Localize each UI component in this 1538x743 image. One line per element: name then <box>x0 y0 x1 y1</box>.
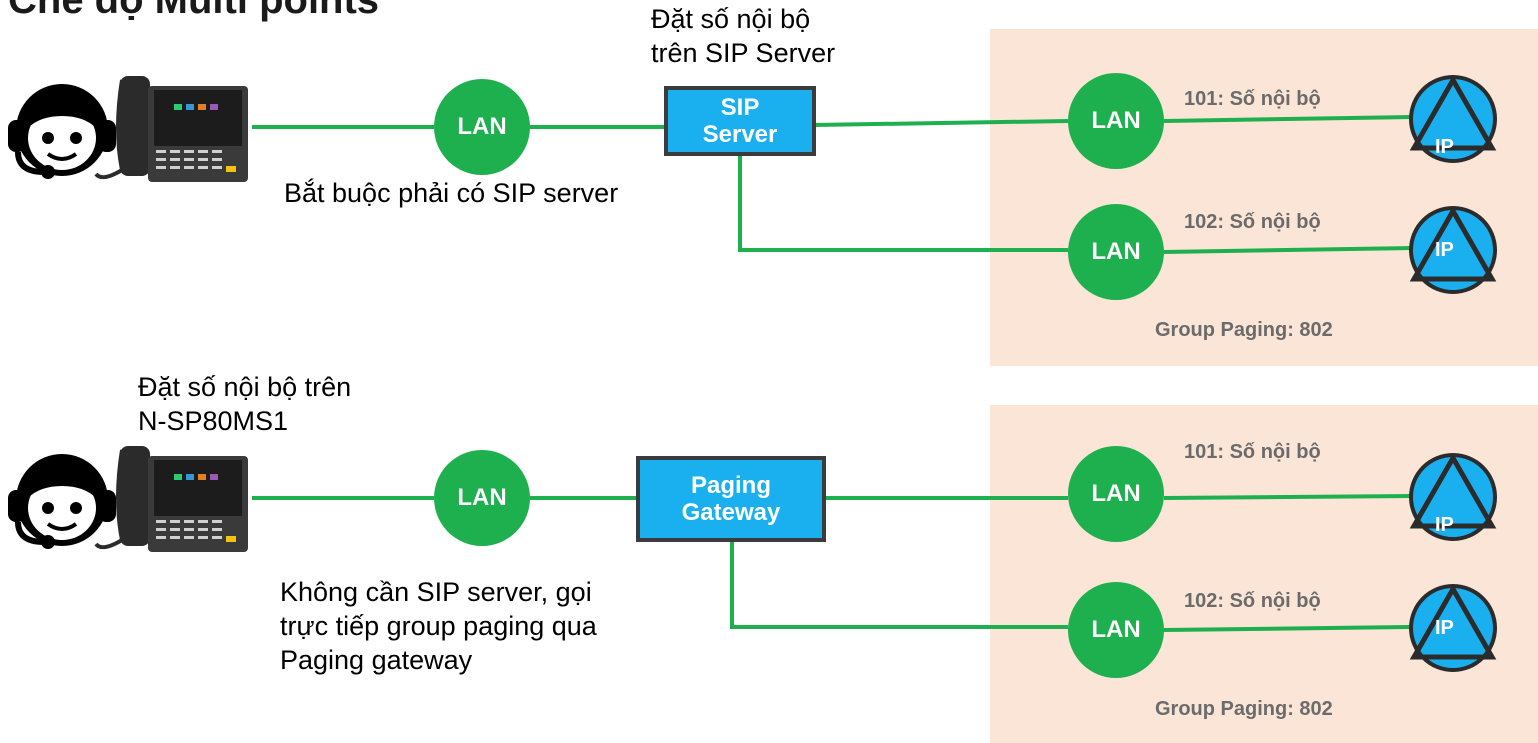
lan-node-speaker1-top: LAN <box>1068 73 1164 169</box>
paging-gateway-box: Paging Gateway <box>636 456 826 542</box>
extension-label-101-bottom: 101: Số nội bộ <box>1184 441 1321 463</box>
ip-speaker-label-101-bottom: IP <box>1435 514 1454 536</box>
ip-speaker-icon <box>1409 205 1497 294</box>
extension-label-102-top: 102: Số nội bộ <box>1184 211 1321 233</box>
extension-label-102-bottom: 102: Số nội bộ <box>1184 590 1321 612</box>
extension-note-bottom: Đặt số nội bộ trên N-SP80MS1 <box>138 370 351 438</box>
paging-gateway-label-line2: Gateway <box>681 499 781 526</box>
ip-phone-icon <box>94 446 248 552</box>
sip-server-label-line1: SIP <box>720 94 760 121</box>
ip-phone-icon <box>94 76 248 182</box>
requirement-note-bottom-line2: trực tiếp group paging qua <box>280 611 597 641</box>
ip-speaker-icon <box>1409 452 1497 541</box>
sip-server-box: SIP Server <box>664 86 816 156</box>
group-paging-label-top: Group Paging: 802 <box>1155 319 1333 341</box>
extension-label-101-top: 101: Số nội bộ <box>1184 88 1321 110</box>
sip-server-label-line2: Server <box>702 121 778 148</box>
ip-speaker-icon <box>1409 74 1497 163</box>
lan-node-phone-bottom: LAN <box>434 450 530 546</box>
ip-speaker-label-102-bottom: IP <box>1435 617 1454 639</box>
requirement-note-top: Bắt buộc phải có SIP server <box>284 178 619 208</box>
line-server-lan1-top <box>813 119 1069 127</box>
line-lan1-ip-bottom <box>1163 494 1413 500</box>
lan-node-speaker1-bottom: LAN <box>1068 446 1164 542</box>
requirement-note-bottom: Không cần SIP server, gọi trực tiếp grou… <box>280 575 597 677</box>
lan-node-speaker2-bottom: LAN <box>1068 582 1164 678</box>
extension-note-bottom-line2: N-SP80MS1 <box>138 406 289 436</box>
extension-note-top: Đặt số nội bộ trên SIP Server <box>651 2 835 70</box>
extension-note-bottom-line1: Đặt số nội bộ trên <box>138 372 352 402</box>
ip-speaker-icon <box>1409 583 1497 672</box>
lan-node-phone-top: LAN <box>434 79 530 175</box>
extension-note-top-line1: Đặt số nội bộ <box>651 4 811 34</box>
requirement-note-bottom-line3: Paging gateway <box>280 645 473 675</box>
ip-speaker-label-101-top: IP <box>1435 136 1454 158</box>
paging-gateway-label-line1: Paging <box>690 472 771 499</box>
line-lan1-ip-top <box>1163 115 1413 123</box>
operator-headset-icon <box>8 454 116 549</box>
line-lan2-ip-top <box>1163 246 1413 254</box>
page-title: Chế độ Multi points <box>8 0 380 22</box>
extension-note-top-line2: trên SIP Server <box>651 38 836 68</box>
group-paging-label-bottom: Group Paging: 802 <box>1155 698 1333 720</box>
requirement-note-bottom-line1: Không cần SIP server, gọi <box>280 577 592 607</box>
operator-headset-icon <box>8 84 116 179</box>
ip-speaker-label-102-top: IP <box>1435 239 1454 261</box>
line-lan2-ip-bottom <box>1163 625 1413 632</box>
line-server-lan2-top <box>738 154 1068 252</box>
lan-node-speaker2-top: LAN <box>1068 204 1164 300</box>
line-gateway-lan2-bottom <box>730 540 1068 629</box>
